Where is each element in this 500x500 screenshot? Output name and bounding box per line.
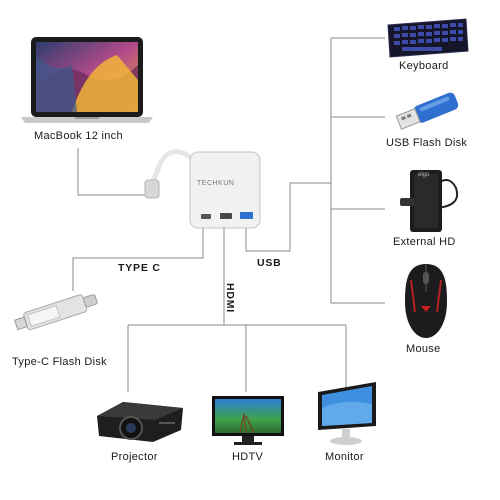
adapter: TECHKUN bbox=[143, 140, 268, 237]
usb-label: USB bbox=[257, 257, 282, 269]
typec-label: TYPE C bbox=[118, 262, 161, 274]
mouse-icon bbox=[405, 264, 447, 338]
typec-device-label: Type-C Flash Disk bbox=[12, 356, 107, 368]
usb-port bbox=[240, 212, 253, 219]
typec-plug bbox=[144, 179, 160, 199]
hdtv bbox=[210, 394, 286, 453]
usb-flash-disk bbox=[393, 90, 463, 139]
hdmi-device-label: Monitor bbox=[325, 451, 364, 463]
external-hd-icon bbox=[400, 170, 458, 232]
macbook-label: MacBook 12 inch bbox=[34, 130, 123, 142]
hdmi-device-label: HDTV bbox=[232, 451, 264, 463]
external-hd-brand: elgo bbox=[418, 172, 430, 178]
macbook-icon bbox=[21, 37, 153, 123]
usb-branch-lines bbox=[331, 37, 385, 304]
keyboard-icon bbox=[387, 18, 469, 58]
hdmi-label: HDMI bbox=[224, 283, 236, 314]
keyboard bbox=[386, 17, 470, 64]
usb-device-label: Mouse bbox=[406, 343, 441, 355]
usb-flash-disk-icon bbox=[395, 92, 459, 130]
macbook bbox=[17, 35, 157, 132]
monitor bbox=[314, 378, 380, 453]
usb-device-label: Keyboard bbox=[399, 60, 449, 72]
external-hd: elgo bbox=[396, 168, 464, 239]
hdmi-port bbox=[220, 213, 232, 219]
typec-link-line bbox=[72, 228, 204, 291]
usb-link-line bbox=[245, 182, 331, 252]
typec-flash-disk-icon bbox=[14, 294, 98, 331]
typec-port bbox=[201, 214, 211, 219]
typec-flash-disk bbox=[14, 286, 104, 341]
usb-device-label: USB Flash Disk bbox=[386, 137, 468, 149]
adapter-brand: TECHKUN bbox=[197, 180, 235, 187]
monitor-icon bbox=[318, 382, 376, 445]
mouse bbox=[401, 262, 451, 345]
usb-device-label: External HD bbox=[393, 236, 456, 248]
hdmi-branch-lines bbox=[127, 324, 347, 392]
adapter-body bbox=[189, 151, 261, 229]
hdmi-device-label: Projector bbox=[111, 451, 158, 463]
projector-icon bbox=[97, 402, 183, 442]
projector bbox=[93, 396, 185, 451]
hdtv-icon bbox=[212, 396, 284, 445]
macbook-link-line bbox=[77, 148, 148, 196]
